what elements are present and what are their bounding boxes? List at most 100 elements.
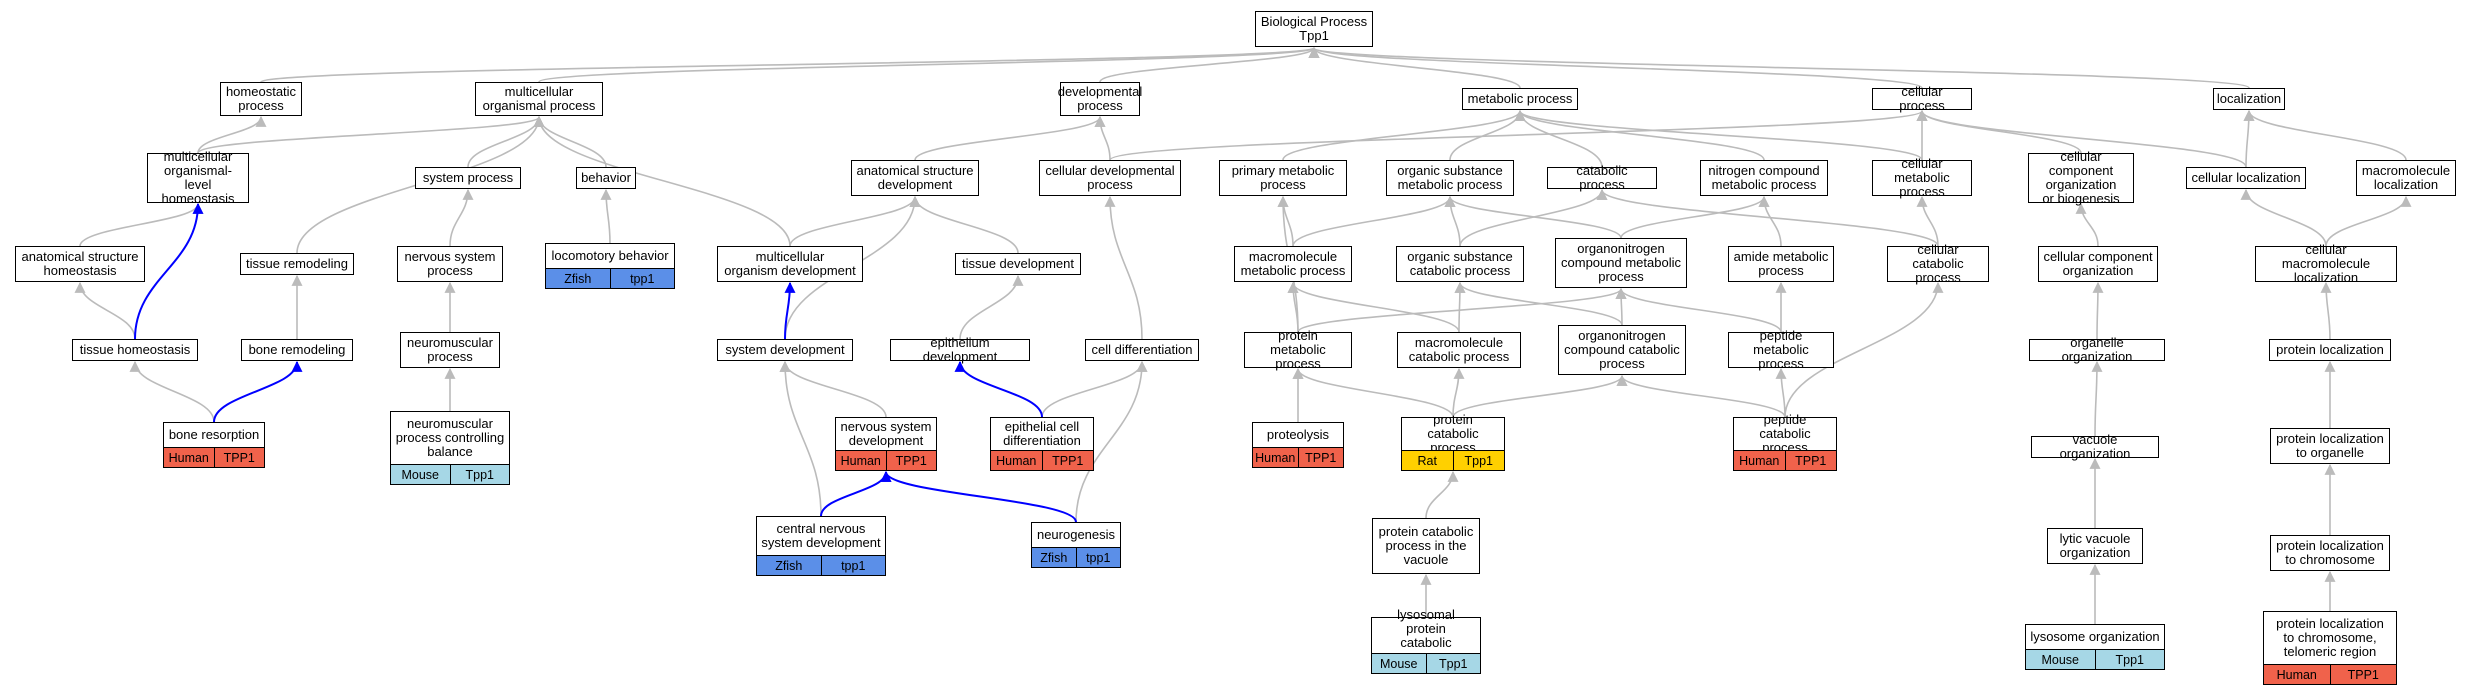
go-term-epidev[interactable]: epithelium development (890, 336, 1030, 364)
go-term-asd[interactable]: anatomical structure development (851, 160, 979, 196)
go-term-homeo[interactable]: homeostatic process (220, 82, 302, 116)
go-term-ash[interactable]: anatomical structure homeostasis (15, 246, 145, 282)
go-term-protloc[interactable]: protein localization (2269, 339, 2391, 361)
go-term-syspro[interactable]: system process (415, 167, 521, 189)
go-term-label: cellular macromolecule localization (2281, 242, 2371, 285)
go-term-mod[interactable]: multicellular organism development (717, 246, 863, 282)
species-label: Human (1255, 450, 1296, 465)
go-term-label: cellular localization (2191, 170, 2301, 185)
is-a-edge (1309, 46, 2250, 89)
go-term-amide[interactable]: amide metabolic process (1728, 246, 1834, 282)
is-a-edge (1099, 46, 1320, 83)
highlight-edge (880, 470, 1077, 523)
go-term-pcpv[interactable]: protein catabolic process in the vacuole (1372, 518, 1480, 574)
go-term-ploco[interactable]: protein localization to organelle (2270, 428, 2390, 464)
is-a-edge (2092, 281, 2104, 340)
go-term-label: Biological Process Tpp1 (1260, 14, 1368, 43)
go-term-macloc[interactable]: macromolecule localization (2356, 160, 2456, 196)
go-term-mlh[interactable]: multicellular organismal-level homeostas… (147, 150, 249, 206)
go-term-label: locomotory behavior (551, 248, 669, 263)
go-term-label: organelle organization (2061, 335, 2133, 364)
go-term-celldiff[interactable]: cell differentiation (1085, 339, 1199, 361)
go-term-cellproc[interactable]: cellular process (1872, 84, 1972, 113)
is-a-edge (1425, 470, 1459, 519)
is-a-edge (789, 195, 921, 247)
go-term-bonerem[interactable]: bone remodeling (241, 339, 353, 361)
go-term-onccp[interactable]: organonitrogen compound catabolic proces… (1558, 325, 1686, 375)
go-term-label: proteolysis (1266, 427, 1330, 442)
go-term-catab[interactable]: catabolic process (1547, 163, 1657, 192)
species-label: Human (996, 453, 1037, 468)
go-term-cellcat[interactable]: cellular catabolic process (1887, 243, 1989, 285)
is-a-edge (779, 360, 822, 517)
gene-label: tpp1 (609, 269, 675, 288)
go-term-label: nervous system process (404, 249, 496, 278)
go-term-bp[interactable]: Biological Process Tpp1 (1255, 11, 1373, 47)
go-term-pltr[interactable]: protein localization to chromosome, telo… (2263, 611, 2397, 685)
is-a-edge (1094, 115, 1111, 161)
go-term-metab[interactable]: metabolic process (1462, 88, 1578, 110)
go-term-sysdev[interactable]: system development (717, 339, 853, 361)
go-term-plc[interactable]: protein localization to chromosome (2270, 535, 2390, 571)
go-term-lpcp[interactable]: lysosomal protein catabolic processMouse… (1371, 607, 1481, 674)
gene-label: Tpp1 (1452, 451, 1505, 470)
go-term-label: tissue homeostasis (79, 342, 191, 357)
go-term-cellmet[interactable]: cellular metabolic process (1872, 157, 1972, 199)
go-term-ccob[interactable]: cellular component organization or bioge… (2028, 150, 2134, 206)
is-a-edge (1775, 367, 1787, 418)
go-term-nsp[interactable]: nervous system process (397, 246, 503, 282)
is-a-edge (959, 274, 1024, 340)
go-term-tishom[interactable]: tissue homeostasis (72, 339, 198, 361)
go-term-label: cellular process (1899, 84, 1945, 113)
go-term-nmp[interactable]: neuromuscular process (400, 332, 500, 368)
go-term-protmet[interactable]: protein metabolic process (1244, 329, 1352, 371)
go-term-celldev[interactable]: cellular developmental process (1039, 160, 1181, 196)
go-term-cml[interactable]: cellular macromolecule localization (2255, 242, 2397, 285)
go-term-cellloc[interactable]: cellular localization (2186, 167, 2306, 189)
go-term-orgsub[interactable]: organic substance metabolic process (1386, 160, 1514, 196)
go-term-multiorg[interactable]: multicellular organismal process (475, 82, 603, 116)
go-term-label: nitrogen compound metabolic process (1708, 163, 1820, 192)
go-term-devproc[interactable]: developmental process (1058, 82, 1142, 116)
is-a-edge (1758, 195, 1782, 247)
is-a-edge (260, 46, 1319, 83)
gene-label: TPP1 (213, 448, 265, 467)
go-term-label: central nervous system development (761, 521, 881, 550)
is-a-edge (197, 115, 267, 154)
go-term-oscp[interactable]: organic substance catabolic process (1396, 246, 1524, 282)
is-a-edge (1109, 109, 1928, 161)
go-term-orgorg[interactable]: organelle organization (2029, 335, 2165, 364)
go-term-cco[interactable]: cellular component organization (2038, 246, 2158, 282)
go-term-vacorg[interactable]: vacuole organization (2031, 433, 2159, 461)
go-term-primmet[interactable]: primary metabolic process (1219, 160, 1347, 196)
is-a-edge (449, 188, 474, 247)
is-a-edge (1620, 195, 1770, 239)
go-term-label: metabolic process (1467, 91, 1573, 106)
go-term-lvo[interactable]: lytic vacuole organization (2047, 528, 2143, 564)
go-term-behav[interactable]: behavior (576, 167, 636, 189)
go-term-label: cellular component organization (2043, 249, 2153, 278)
go-term-maccat[interactable]: macromolecule catabolic process (1397, 332, 1521, 368)
go-term-label: catabolic process (1576, 163, 1628, 192)
is-a-edge (1784, 281, 1944, 418)
go-term-tisdev[interactable]: tissue development (955, 253, 1081, 275)
go-term-nmpcb[interactable]: neuromuscular process controlling balanc… (390, 411, 510, 485)
go-term-macmet[interactable]: macromolecule metabolic process (1234, 246, 1352, 282)
go-term-oncmp[interactable]: organonitrogen compound metabolic proces… (1555, 238, 1687, 288)
go-term-tisrem[interactable]: tissue remodeling (240, 253, 354, 275)
go-term-local[interactable]: localization (2213, 88, 2285, 110)
go-term-nitro[interactable]: nitrogen compound metabolic process (1700, 160, 1828, 196)
go-term-label: tissue remodeling (246, 256, 348, 271)
go-term-pepmet[interactable]: peptide metabolic process (1728, 329, 1834, 371)
